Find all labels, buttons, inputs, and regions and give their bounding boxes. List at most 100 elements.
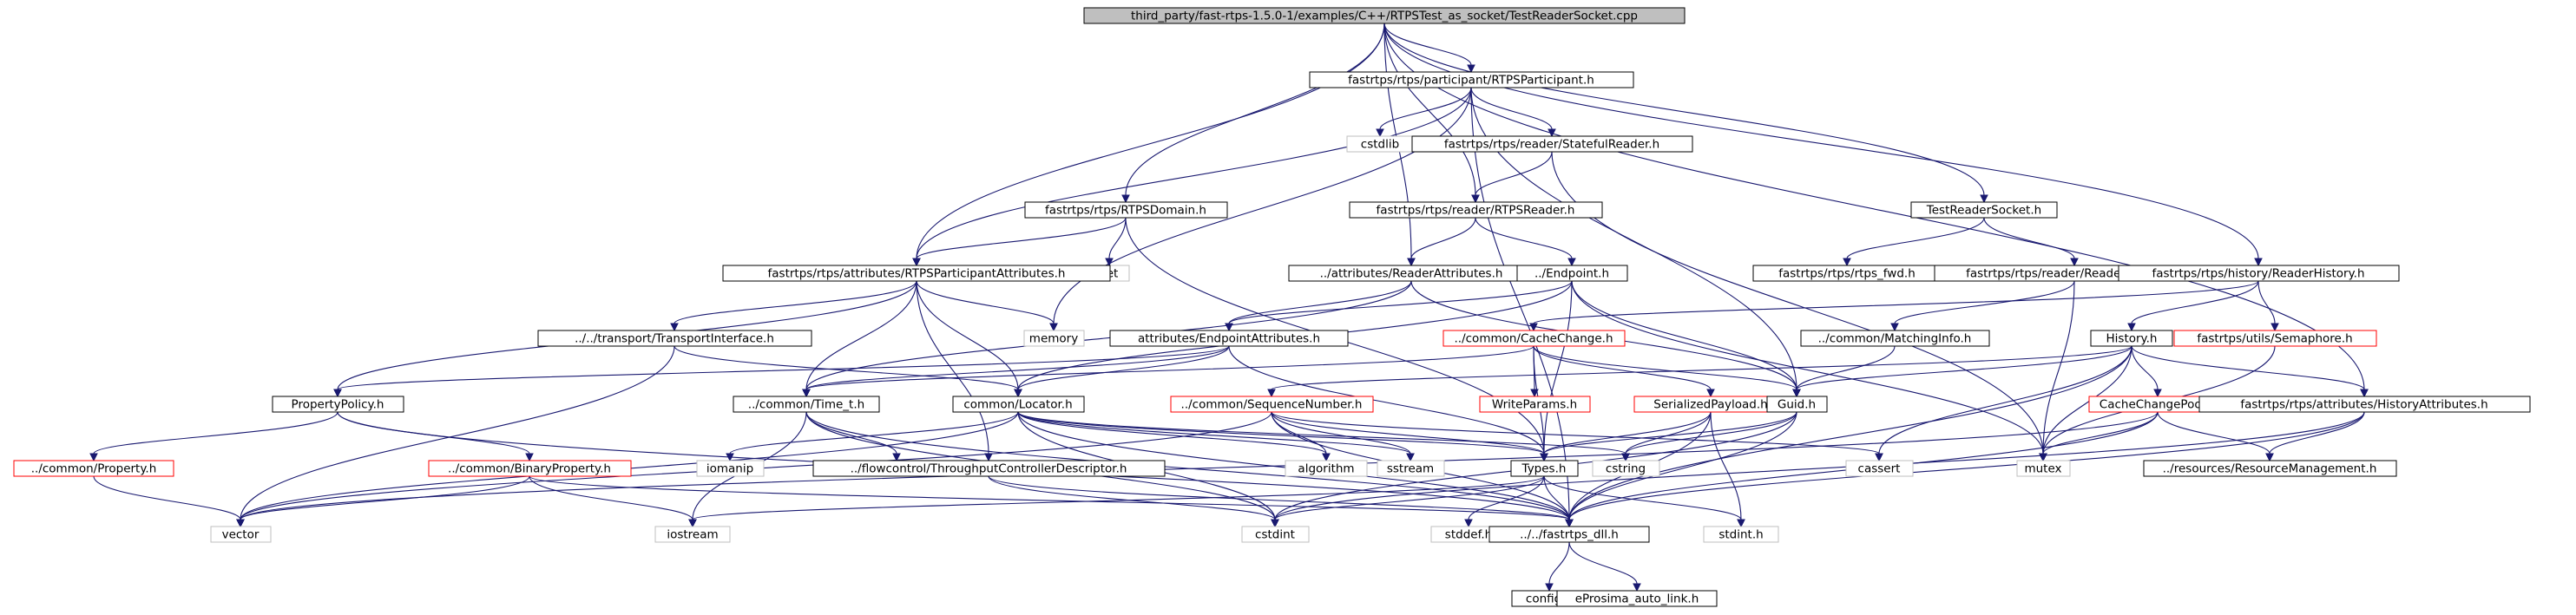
node-sequencenumber[interactable]: ../common/SequenceNumber.h (1170, 396, 1374, 413)
node-label: TestReaderSocket.h (1926, 204, 2041, 218)
node-history[interactable]: History.h (2090, 330, 2173, 347)
node-testreadersocket[interactable]: TestReaderSocket.h (1910, 201, 2058, 219)
edge-participant-to-cstdlib (1376, 87, 1472, 138)
node-root[interactable]: third_party/fast-rtps-1.5.0-1/examples/C… (1083, 7, 1686, 24)
node-box (1556, 590, 1718, 607)
node-label: ../common/CacheChange.h (1455, 332, 1613, 346)
node-matchinginfo[interactable]: ../common/MatchingInfo.h (1800, 330, 1990, 347)
node-box (1510, 460, 1579, 477)
node-iomanip: iomanip (696, 460, 765, 477)
node-serializedpayload[interactable]: SerializedPayload.h (1633, 396, 1788, 413)
node-historyattributes[interactable]: fastrtps/rtps/attributes/HistoryAttribut… (2198, 396, 2531, 413)
node-label: ../resources/ResourceManagement.h (2163, 462, 2377, 476)
edge-transportinterface-to-locator (674, 345, 1022, 398)
node-label: cstring (1606, 462, 1646, 476)
edge-fastrtps_dll-to-config (1545, 541, 1570, 592)
edge-rtpsparticipantattributes-to-memory (916, 280, 1058, 332)
node-cstdlib: cstdlib (1346, 135, 1415, 153)
node-box (733, 396, 880, 413)
node-cachechangepool[interactable]: CacheChangePool.h (2088, 396, 2228, 413)
node-rtpsparticipantattributes[interactable]: fastrtps/rtps/attributes/RTPSParticipant… (722, 265, 1111, 282)
node-label: vector (222, 528, 260, 542)
node-label: ../Endpoint.h (1534, 267, 1609, 281)
node-endpoint[interactable]: ../Endpoint.h (1516, 265, 1628, 282)
node-box (1516, 265, 1628, 282)
edges-layer (89, 23, 2369, 592)
edge-history-to-sequencenumber (1267, 345, 2132, 398)
node-box (428, 460, 632, 477)
node-statefulreader[interactable]: fastrtps/rtps/reader/StatefulReader.h (1411, 135, 1693, 153)
node-cstdint: cstdint (1241, 526, 1310, 543)
edge-sequencenumber-to-sstream (1271, 411, 1415, 462)
node-box (272, 396, 404, 413)
edge-sequencenumber-to-algorithm (1271, 411, 1331, 462)
node-property[interactable]: ../common/Property.h (13, 460, 174, 477)
node-rtpsreader[interactable]: fastrtps/rtps/reader/RTPSReader.h (1349, 201, 1603, 219)
node-label: ../attributes/ReaderAttributes.h (1320, 267, 1503, 281)
edge-root-to-readerhistory (1383, 23, 2263, 267)
edge-time_t-to-cmath (805, 411, 901, 462)
edge-root-to-rtpsdomain (1121, 23, 1385, 204)
edge-testreadersocket-to-rtps_fwd (1843, 217, 1985, 267)
node-label: Guid.h (1778, 398, 1816, 412)
edge-endpoint-to-endpointattributes (1225, 280, 1573, 332)
node-participant[interactable]: fastrtps/rtps/participant/RTPSParticipan… (1309, 71, 1634, 88)
node-box (1377, 460, 1445, 477)
node-resourcemgmt[interactable]: ../resources/ResourceManagement.h (2143, 460, 2397, 477)
node-readerattributes[interactable]: ../attributes/ReaderAttributes.h (1288, 265, 1534, 282)
node-box (1442, 330, 1626, 347)
node-propertypolicy[interactable]: PropertyPolicy.h (272, 396, 404, 413)
node-semaphore[interactable]: fastrtps/utils/Semaphore.h (2173, 330, 2377, 347)
edge-rtpsparticipantattributes-to-time_t (802, 280, 917, 398)
edge-sequencenumber-to-cassert (1271, 411, 1883, 462)
edge-history-to-fastrtps_dll (1565, 345, 2132, 528)
node-box (1083, 7, 1686, 24)
edge-root-to-rtpsparticipantattributes (912, 23, 1385, 267)
edge-rtpsdomain-to-set (1105, 217, 1127, 267)
node-label: iostream (667, 528, 718, 542)
node-cstring: cstring (1592, 460, 1660, 477)
nodes-layer: third_party/fast-rtps-1.5.0-1/examples/C… (13, 7, 2531, 607)
node-time_t[interactable]: ../common/Time_t.h (733, 396, 880, 413)
node-locator[interactable]: common/Locator.h (952, 396, 1085, 413)
node-throughput[interactable]: ../flowcontrol/ThroughputControllerDescr… (812, 460, 1166, 477)
node-box (2198, 396, 2531, 413)
node-box (654, 526, 731, 543)
edge-fastrtps_dll-to-eprosima_auto_link (1568, 541, 1641, 592)
node-types[interactable]: Types.h (1510, 460, 1579, 477)
node-writeparams[interactable]: WriteParams.h (1479, 396, 1591, 413)
node-binaryproperty[interactable]: ../common/BinaryProperty.h (428, 460, 632, 477)
node-transportinterface[interactable]: ../../transport/TransportInterface.h (537, 330, 812, 347)
node-fastrtps_dll[interactable]: ../../fastrtps_dll.h (1488, 526, 1650, 543)
node-box (1349, 201, 1603, 219)
node-label: fastrtps/rtps/attributes/RTPSParticipant… (768, 267, 1066, 281)
node-memory: memory (1023, 330, 1085, 347)
edge-binaryproperty-to-vector (236, 475, 530, 528)
node-eprosima_auto_link[interactable]: eProsima_auto_link.h (1556, 590, 1718, 607)
node-rtpsdomain[interactable]: fastrtps/rtps/RTPSDomain.h (1024, 201, 1228, 219)
edge-guid-to-types (1540, 411, 1797, 462)
node-cachechange[interactable]: ../common/CacheChange.h (1442, 330, 1626, 347)
node-box (1285, 460, 1368, 477)
node-stddef: stddef.h (1430, 526, 1507, 543)
node-box (1109, 330, 1349, 347)
node-label: ../common/Time_t.h (748, 398, 864, 412)
node-box (1910, 201, 2058, 219)
node-label: ../../fastrtps_dll.h (1520, 528, 1619, 542)
edge-readerlistener-to-mutex (2039, 280, 2075, 462)
node-box (1170, 396, 1374, 413)
node-label: fastrtps/rtps/rtps_fwd.h (1778, 267, 1916, 281)
edge-binaryproperty-to-fastrtps_dll (529, 475, 1574, 528)
node-cassert: cassert (1845, 460, 1914, 477)
node-label: common/Locator.h (963, 398, 1072, 412)
edge-throughput-to-cstdint (988, 475, 1279, 528)
node-guid[interactable]: Guid.h (1766, 396, 1828, 413)
node-readerhistory[interactable]: fastrtps/rtps/history/ReaderHistory.h (2118, 265, 2400, 282)
node-endpointattributes[interactable]: attributes/EndpointAttributes.h (1109, 330, 1349, 347)
node-rtps_fwd[interactable]: fastrtps/rtps/rtps_fwd.h (1752, 265, 1942, 282)
edge-history-to-historyattributes (2131, 345, 2369, 398)
edge-historyattributes-to-resourcemgmt (2265, 411, 2365, 462)
node-label: cassert (1858, 462, 1901, 476)
node-sstream: sstream (1377, 460, 1445, 477)
